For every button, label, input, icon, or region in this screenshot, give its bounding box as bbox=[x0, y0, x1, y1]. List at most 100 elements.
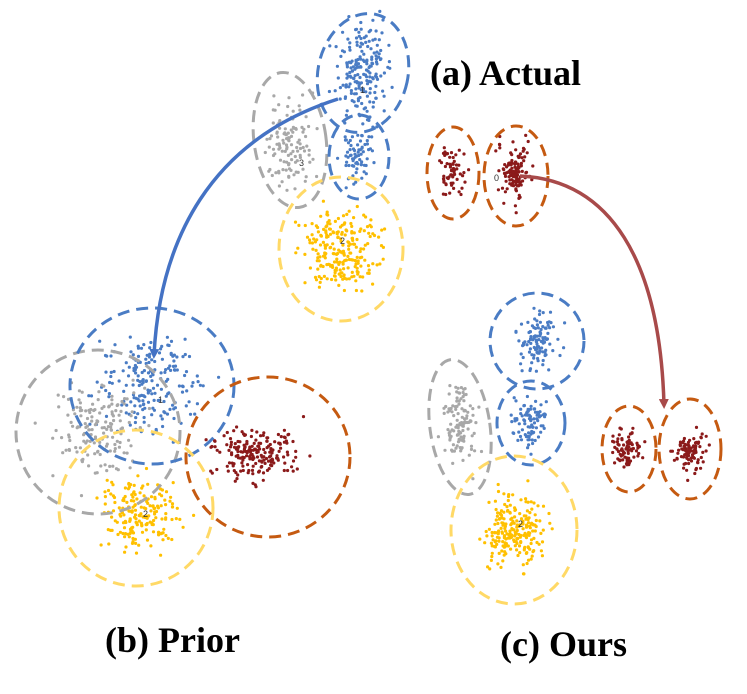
scatter-point bbox=[350, 59, 354, 63]
scatter-point bbox=[128, 335, 132, 339]
scatter-point bbox=[265, 439, 269, 443]
scatter-point bbox=[364, 172, 368, 176]
scatter-point bbox=[490, 554, 494, 559]
scatter-point bbox=[509, 163, 513, 167]
scatter-point bbox=[368, 234, 372, 239]
scatter-point bbox=[97, 390, 101, 394]
scatter-point bbox=[61, 451, 65, 455]
scatter-point bbox=[245, 451, 249, 455]
scatter-point bbox=[625, 456, 629, 460]
scatter-point bbox=[514, 330, 518, 334]
scatter-points bbox=[33, 9, 711, 576]
scatter-point bbox=[359, 163, 363, 167]
scatter-point bbox=[118, 419, 122, 423]
scatter-point bbox=[622, 443, 626, 447]
scatter-point bbox=[529, 538, 534, 542]
scatter-point bbox=[277, 171, 281, 175]
scatter-point bbox=[164, 394, 168, 398]
scatter-point bbox=[530, 438, 534, 442]
scatter-point bbox=[275, 130, 279, 134]
scatter-point bbox=[246, 463, 250, 467]
scatter-point bbox=[311, 157, 315, 161]
scatter-point bbox=[533, 438, 537, 443]
scatter-point bbox=[132, 369, 136, 373]
cluster-id-label: 1 bbox=[360, 85, 365, 95]
scatter-point bbox=[111, 483, 115, 487]
scatter-point bbox=[346, 254, 350, 258]
scatter-point bbox=[142, 494, 146, 498]
scatter-point bbox=[548, 326, 552, 330]
scatter-point bbox=[332, 260, 337, 264]
scatter-point bbox=[308, 454, 312, 458]
scatter-point bbox=[548, 342, 552, 346]
scatter-point bbox=[169, 351, 173, 355]
scatter-point bbox=[291, 109, 295, 113]
scatter-point bbox=[537, 338, 541, 342]
scatter-point bbox=[163, 370, 167, 374]
scatter-point bbox=[377, 235, 381, 239]
scatter-point bbox=[153, 495, 157, 499]
scatter-point bbox=[136, 474, 140, 478]
scatter-point bbox=[530, 178, 534, 182]
scatter-point bbox=[508, 535, 512, 539]
scatter-point bbox=[519, 438, 524, 442]
scatter-point bbox=[149, 495, 154, 499]
scatter-point bbox=[147, 355, 151, 359]
scatter-point bbox=[251, 464, 255, 468]
scatter-point bbox=[293, 154, 297, 159]
scatter-point bbox=[381, 245, 385, 249]
scatter-point bbox=[500, 530, 504, 534]
scatter-point bbox=[358, 45, 362, 49]
scatter-point bbox=[518, 152, 523, 156]
scatter-point bbox=[370, 149, 374, 153]
scatter-point bbox=[137, 519, 141, 523]
scatter-point bbox=[84, 409, 88, 413]
scatter-point bbox=[160, 344, 164, 348]
scatter-point bbox=[510, 172, 514, 176]
scatter-point bbox=[265, 137, 269, 141]
scatter-point bbox=[145, 521, 149, 526]
scatter-point bbox=[349, 75, 353, 79]
scatter-point bbox=[348, 242, 352, 246]
scatter-point bbox=[307, 124, 311, 129]
scatter-point bbox=[499, 509, 504, 513]
scatter-point bbox=[285, 450, 289, 454]
scatter-point bbox=[456, 440, 461, 444]
scatter-point bbox=[104, 414, 109, 418]
scatter-point bbox=[95, 419, 99, 423]
scatter-point bbox=[525, 561, 529, 566]
scatter-point bbox=[535, 345, 540, 349]
scatter-point bbox=[130, 410, 134, 414]
scatter-point bbox=[129, 400, 133, 404]
scatter-point bbox=[443, 150, 447, 154]
scatter-point bbox=[536, 326, 540, 330]
scatter-point bbox=[347, 257, 351, 262]
scatter-point bbox=[144, 379, 148, 383]
scatter-point bbox=[354, 28, 358, 32]
prior-gray-ring bbox=[14, 348, 182, 516]
scatter-point bbox=[347, 209, 351, 213]
scatter-point bbox=[110, 480, 114, 484]
scatter-point bbox=[510, 178, 514, 182]
scatter-point bbox=[315, 259, 319, 263]
scatter-point bbox=[371, 38, 375, 42]
scatter-point bbox=[78, 409, 82, 413]
scatter-point bbox=[240, 461, 244, 465]
scatter-point bbox=[236, 453, 240, 457]
scatter-point bbox=[145, 514, 149, 518]
scatter-point bbox=[161, 531, 165, 535]
scatter-point bbox=[331, 231, 336, 235]
scatter-point bbox=[676, 451, 680, 455]
scatter-point bbox=[365, 139, 369, 143]
scatter-point bbox=[298, 153, 302, 157]
scatter-point bbox=[360, 49, 364, 53]
scatter-point bbox=[509, 169, 513, 173]
scatter-point bbox=[95, 380, 99, 384]
scatter-point bbox=[230, 451, 234, 455]
scatter-point bbox=[117, 413, 121, 417]
scatter-point bbox=[344, 186, 348, 190]
scatter-point bbox=[60, 436, 64, 440]
scatter-point bbox=[534, 369, 539, 373]
scatter-point bbox=[263, 150, 267, 155]
scatter-point bbox=[291, 469, 295, 473]
